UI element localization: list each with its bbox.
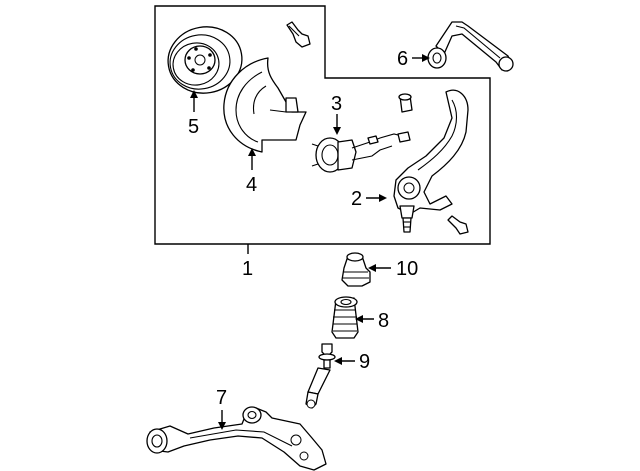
upper-control-arm-icon: [427, 21, 514, 72]
callout-4: 4: [246, 174, 257, 196]
wheel-hub-sensor-icon: [311, 131, 411, 173]
coil-spring-icon: [331, 296, 359, 339]
bolt-icon: [286, 21, 311, 48]
knuckle-bolt-icon: [447, 215, 469, 235]
callout-10: 10: [396, 258, 418, 280]
steering-knuckle-icon: [393, 89, 469, 233]
callout-9: 9: [359, 351, 370, 373]
callout-5: 5: [188, 116, 199, 138]
assembly-bracket-outline: [154, 5, 491, 245]
callout-8: 8: [378, 310, 389, 332]
bushing-icon: [398, 93, 413, 113]
callout-6: 6: [397, 48, 408, 70]
shock-absorber-icon: [305, 343, 336, 409]
callout-3: 3: [331, 93, 342, 115]
bump-stop-icon: [341, 252, 371, 287]
lower-control-arm-icon: [146, 406, 327, 471]
callout-2: 2: [351, 188, 362, 210]
callout-7: 7: [216, 387, 227, 409]
callout-1: 1: [242, 258, 253, 280]
brake-rotor-icon: [167, 26, 243, 94]
